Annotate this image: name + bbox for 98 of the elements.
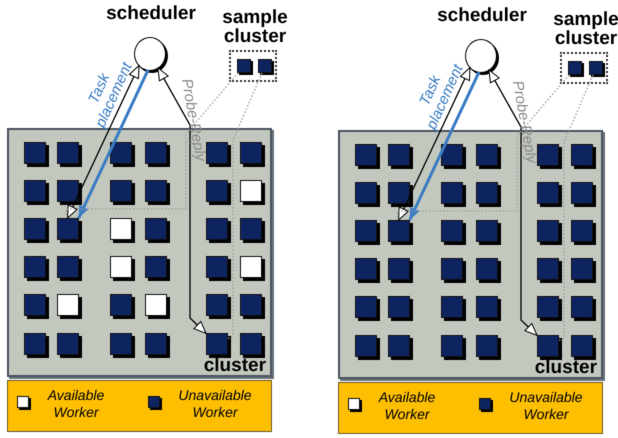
worker-square [571, 335, 593, 357]
worker-square [537, 182, 559, 204]
worker-square [571, 258, 593, 280]
node-title: sample cluster [552, 10, 618, 48]
worker-square [57, 218, 79, 240]
worker-square [571, 182, 593, 204]
dotted-line [228, 72, 263, 340]
worker-square [237, 59, 251, 73]
worker-square [388, 296, 410, 318]
worker-square [240, 180, 262, 202]
worker-square [145, 180, 167, 202]
worker-square [355, 182, 377, 204]
worker-square [240, 256, 262, 278]
arrow [77, 69, 150, 219]
edge-label: Probe-Reply [176, 76, 210, 164]
worker-square [240, 294, 262, 316]
dotted-line [396, 74, 570, 220]
worker-square [355, 258, 377, 280]
worker-square [145, 294, 167, 316]
worker-square [206, 333, 228, 355]
worker-square [57, 180, 79, 202]
worker-square [206, 142, 228, 164]
worker-square [476, 144, 498, 166]
worker-square [57, 256, 79, 278]
node-title: cluster [204, 356, 266, 375]
worker-square [537, 296, 559, 318]
worker-square [388, 144, 410, 166]
worker-square [110, 256, 132, 278]
worker-square [110, 180, 132, 202]
worker-square [476, 220, 498, 242]
worker-square [145, 218, 167, 240]
node-title: scheduler [436, 6, 528, 25]
dotted-line [558, 74, 594, 342]
node-title: sample cluster [221, 8, 289, 46]
worker-square [240, 218, 262, 240]
worker-square [571, 220, 593, 242]
worker-square [110, 218, 132, 240]
worker-square [145, 256, 167, 278]
worker-square [476, 296, 498, 318]
worker-square [355, 296, 377, 318]
arrow [67, 65, 140, 218]
worker-square [355, 335, 377, 357]
legend-text: Unavailable Worker [508, 389, 584, 423]
worker-square [24, 333, 46, 355]
worker-square [57, 294, 79, 316]
worker-square [355, 220, 377, 242]
worker-square [240, 333, 262, 355]
arrow [408, 71, 480, 221]
worker-square [24, 180, 46, 202]
arrow [488, 69, 538, 336]
worker-square [206, 180, 228, 202]
worker-square [441, 182, 463, 204]
worker-square [110, 333, 132, 355]
legend-text: Available Worker [377, 389, 436, 423]
arrow [157, 67, 206, 334]
worker-square [145, 333, 167, 355]
worker-square [537, 335, 559, 357]
worker-square [589, 61, 603, 75]
legend-text: Available Worker [46, 387, 106, 421]
worker-square [206, 294, 228, 316]
worker-square [388, 182, 410, 204]
worker-square [206, 256, 228, 278]
worker-square [24, 294, 46, 316]
worker-square [388, 335, 410, 357]
worker-square [571, 144, 593, 166]
worker-square [537, 258, 559, 280]
dotted-line [65, 72, 238, 218]
worker-square [537, 220, 559, 242]
worker-square [57, 142, 79, 164]
worker-square [476, 258, 498, 280]
worker-square [355, 144, 377, 166]
worker-square [24, 218, 46, 240]
node-title: scheduler [105, 4, 197, 23]
worker-square [240, 142, 262, 164]
node-title: cluster [534, 358, 597, 377]
worker-square [145, 142, 167, 164]
worker-square [441, 144, 463, 166]
worker-square [537, 144, 559, 166]
legend-text: Unavailable Worker [177, 387, 253, 421]
worker-square [441, 296, 463, 318]
worker-square [388, 220, 410, 242]
worker-square [388, 258, 410, 280]
worker-square [568, 61, 582, 75]
worker-square [24, 256, 46, 278]
worker-square [476, 335, 498, 357]
worker-square [476, 182, 498, 204]
edge-label: Probe-Reply [508, 78, 540, 166]
arrow [398, 67, 471, 220]
worker-square [571, 296, 593, 318]
worker-square [110, 142, 132, 164]
worker-square [441, 258, 463, 280]
worker-square [24, 142, 46, 164]
worker-square [206, 218, 228, 240]
worker-square [441, 335, 463, 357]
worker-square [258, 59, 272, 73]
worker-square [110, 294, 132, 316]
worker-square [57, 333, 79, 355]
worker-square [441, 220, 463, 242]
